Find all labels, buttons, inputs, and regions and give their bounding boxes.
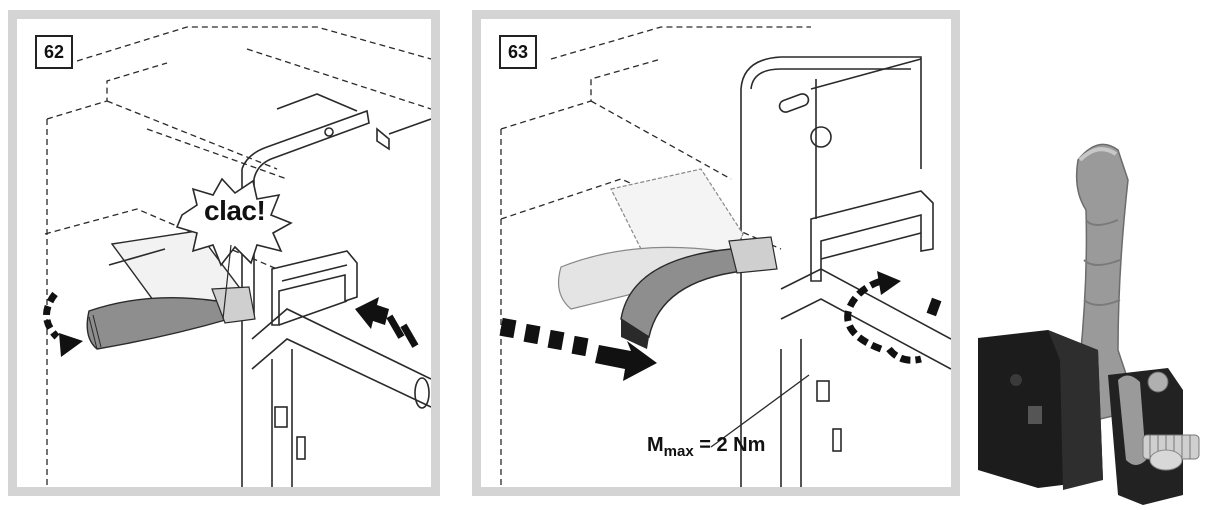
tighten-arrow-icon — [844, 271, 942, 364]
locking-lever-product-photo — [978, 143, 1200, 505]
torque-label: Mmax = 2 Nm — [647, 434, 765, 460]
leader-line — [710, 374, 810, 448]
step-63-panel: 63 — [472, 10, 960, 496]
rotation-arrow-icon — [43, 291, 83, 357]
step-number-63: 63 — [499, 35, 537, 69]
locking-lever — [86, 230, 256, 350]
slide-arrow-icon — [499, 317, 657, 381]
guide-rail — [780, 190, 951, 487]
clac-burst — [175, 177, 293, 320]
push-arrow-icon — [355, 297, 419, 348]
step-63-illustration — [499, 26, 951, 487]
locking-lever — [558, 168, 778, 349]
torque-value: = 2 Nm — [699, 434, 766, 456]
step-62-illustration — [43, 26, 431, 487]
mounting-bracket — [740, 56, 922, 487]
guide-rail — [241, 250, 431, 487]
step-number-62: 62 — [35, 35, 73, 69]
torque-symbol: M — [647, 434, 664, 456]
clac-callout: clac! — [204, 195, 266, 226]
step-62-panel: 62 — [8, 10, 440, 496]
torque-subscript: max — [663, 443, 694, 460]
